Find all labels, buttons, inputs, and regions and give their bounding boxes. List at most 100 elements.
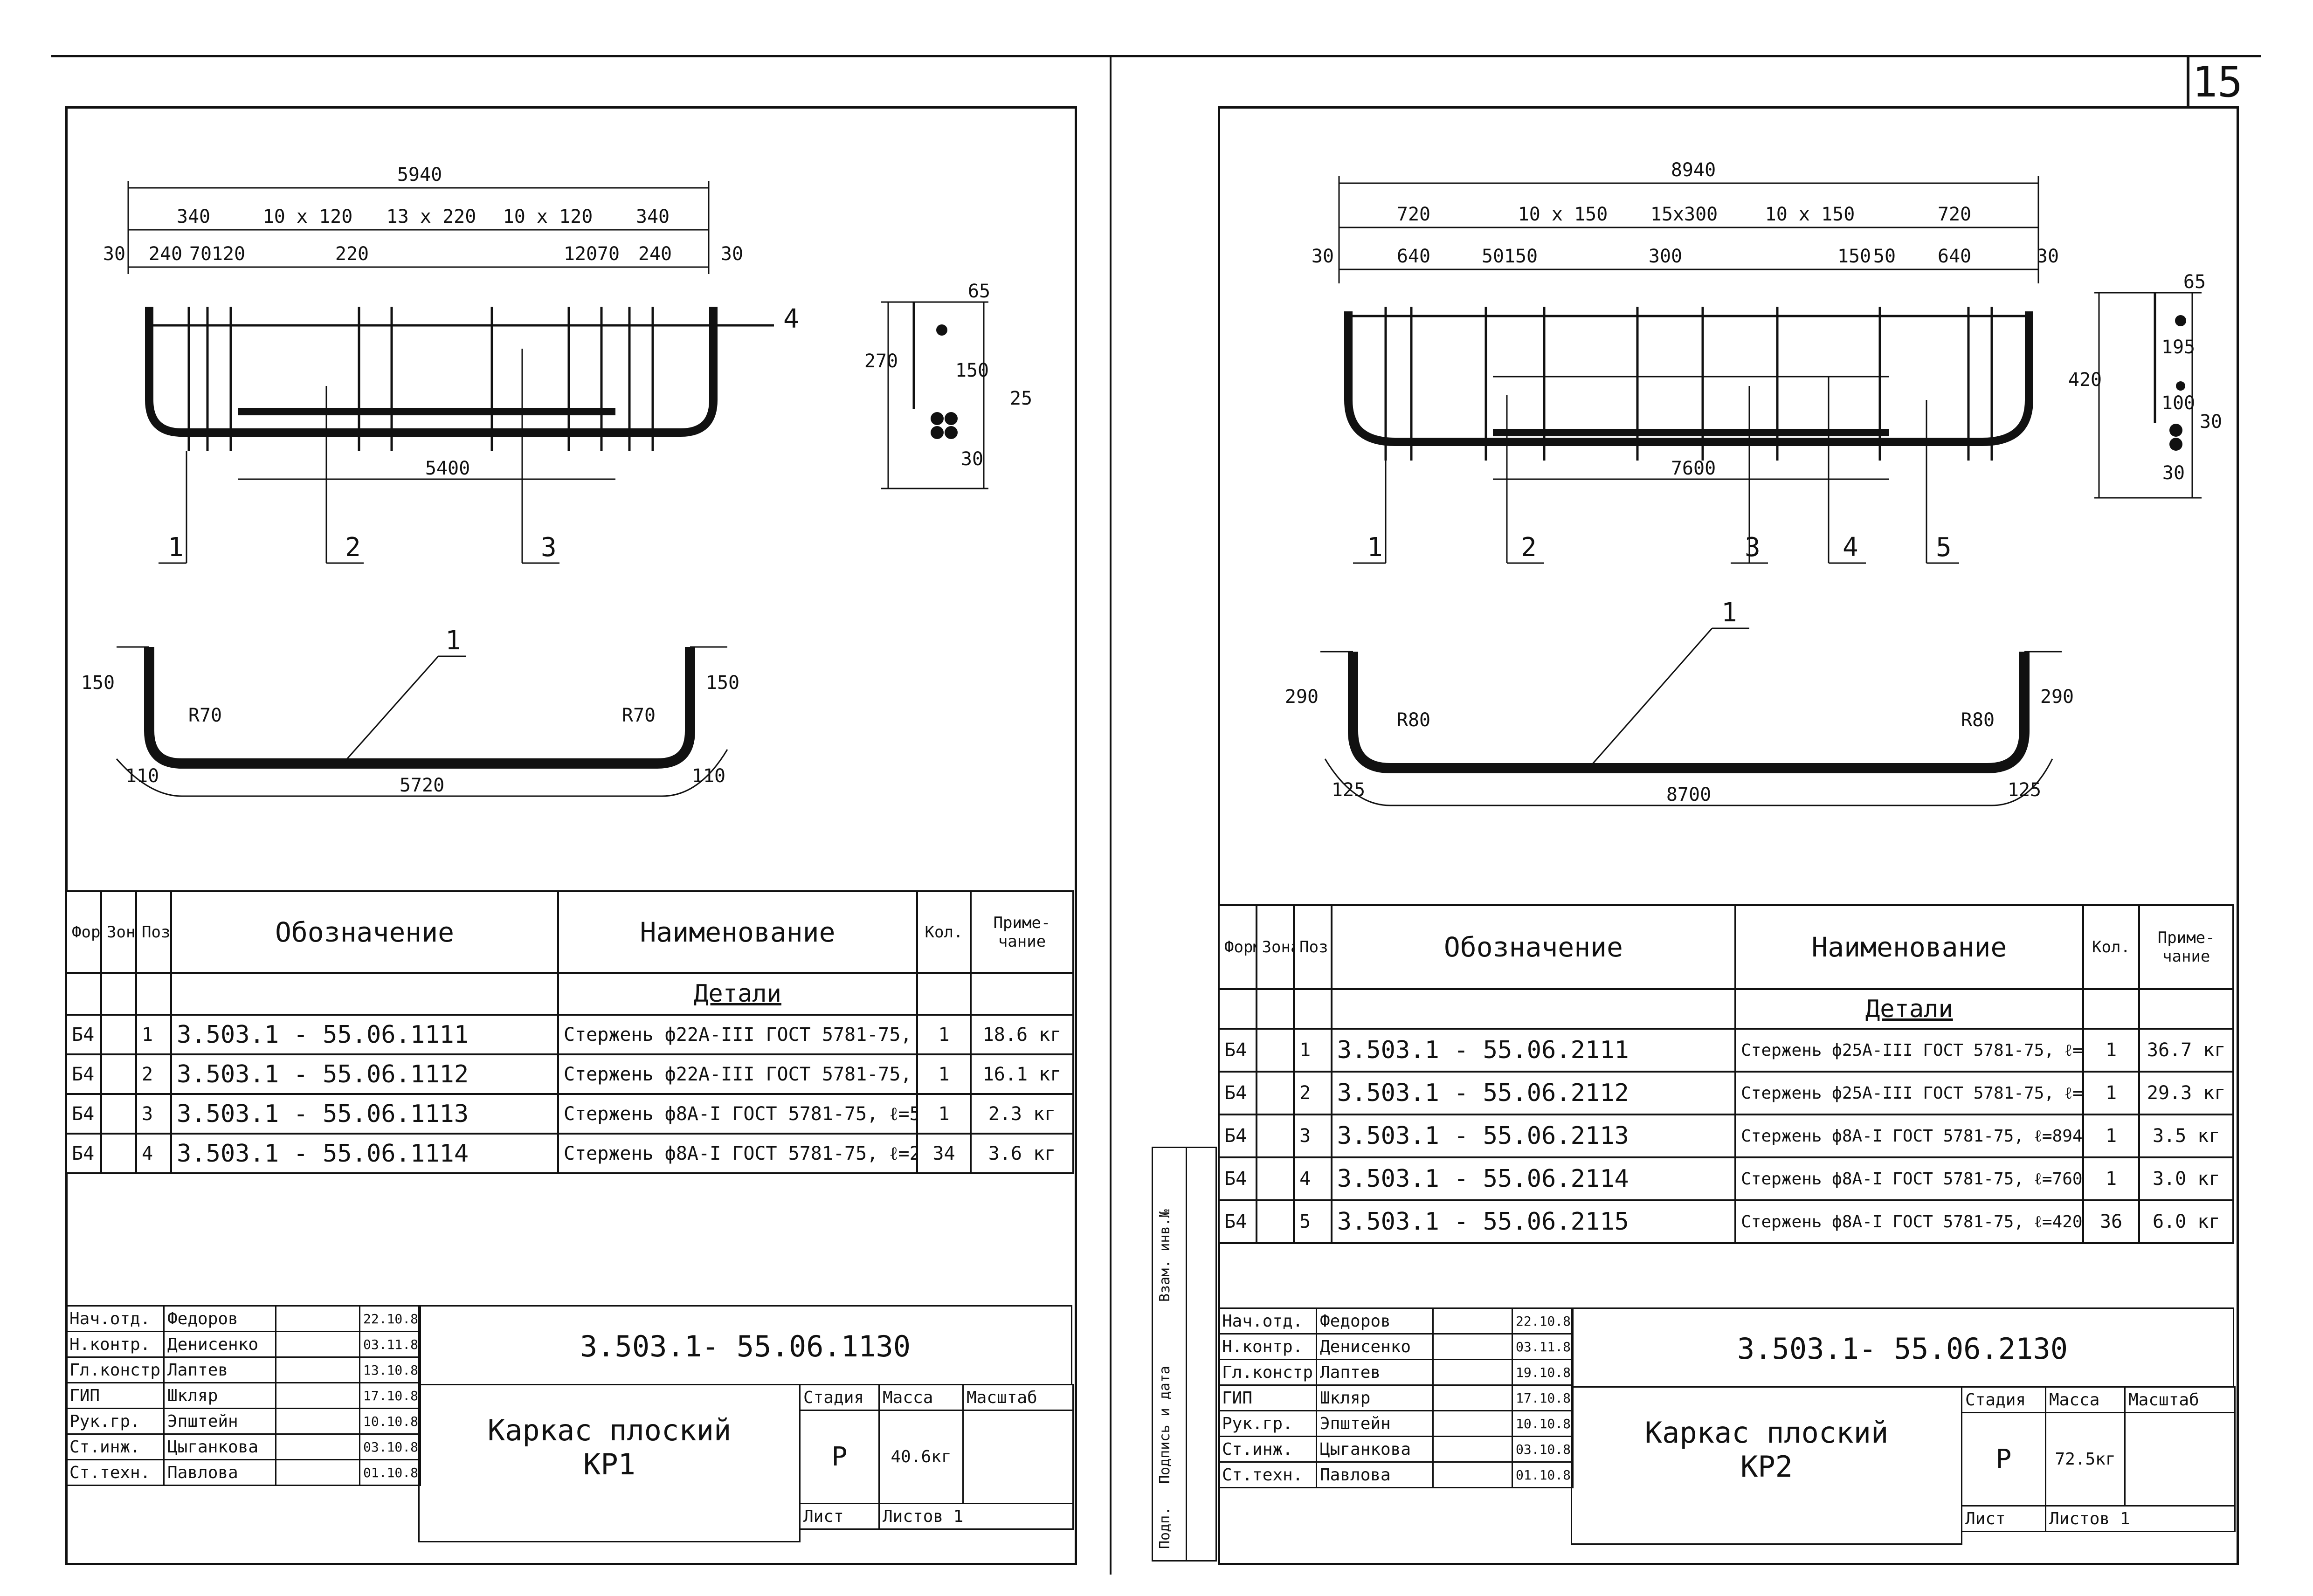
right-sheet-border: [1218, 106, 2239, 1565]
person: Эпштейн: [1316, 1410, 1434, 1437]
date: 17.10.80: [359, 1382, 421, 1409]
drawing-title: Каркас плоский: [487, 1413, 732, 1447]
cell-code: 3.503.1 - 55.06.2111: [1330, 1028, 1737, 1073]
cell-format: Б4: [65, 1053, 102, 1095]
drawing-mark: КР2: [1740, 1450, 1793, 1484]
table-row: Б4 1 3.503.1 - 55.06.1111 Стержень ф22А-…: [65, 1014, 1074, 1055]
cell-pos: 4: [1293, 1156, 1333, 1201]
cell-qty: 1: [2082, 1071, 2140, 1115]
person: Шкляр: [1316, 1384, 1434, 1411]
sheets-label: Листов 1: [878, 1503, 1074, 1530]
center-divider: [1110, 55, 1112, 1575]
dim: 30: [1312, 246, 1334, 267]
cell-code: 3.503.1 - 55.06.1112: [170, 1053, 559, 1095]
dim-bottom: 7600: [1671, 458, 1716, 479]
cell-pos: 3: [135, 1093, 172, 1135]
side-label-inv: Взам. инв.№: [1157, 1209, 1173, 1302]
cell-pos: 3: [1293, 1114, 1333, 1158]
cell-pos: 1: [1293, 1028, 1333, 1073]
dim: 30: [721, 243, 743, 265]
dim: 30: [961, 448, 983, 470]
date: 10.10.80: [359, 1408, 421, 1435]
role: Нач.отд.: [65, 1305, 165, 1332]
dim: 15x300: [1650, 204, 1718, 225]
person: Павлова: [1316, 1461, 1434, 1488]
person: Цыганкова: [1316, 1436, 1434, 1463]
dim: 290: [1285, 686, 1319, 708]
sheet-label: Лист: [799, 1503, 880, 1530]
dim: 640: [1397, 246, 1430, 267]
cell-name: Стержень ф8А-I ГОСТ 5781-75, ℓ=270: [557, 1133, 918, 1174]
dim: 65: [968, 281, 990, 302]
person: Лаптев: [1316, 1359, 1434, 1386]
table-row: Б4 2 3.503.1 - 55.06.1112 Стержень ф22А-…: [65, 1053, 1074, 1095]
cell-code: 3.503.1 - 55.06.1111: [170, 1014, 559, 1055]
right-spec-table: Формат Зона Поз. Обозначение Наименовани…: [1218, 904, 2234, 1244]
dim: 150: [1504, 246, 1538, 267]
cell-code: 3.503.1 - 55.06.1114: [170, 1133, 559, 1174]
table-row: Б4 3 3.503.1 - 55.06.2113 Стержень ф8А-I…: [1218, 1114, 2234, 1158]
dim: 150: [706, 672, 739, 694]
dim: 10 x 150: [1765, 204, 1855, 225]
person: Денисенко: [163, 1331, 276, 1358]
col-name: Наименование: [1734, 904, 2084, 990]
cell-qty: 36: [2082, 1199, 2140, 1244]
drawing-mark: КР1: [583, 1447, 635, 1481]
cell-pos: 5: [1293, 1199, 1333, 1244]
date: 03.10.80: [359, 1433, 421, 1460]
right-drawing: 8940 720 10 x 150 15x300 10 x 150 720 30…: [1285, 159, 2222, 806]
dim: 340: [636, 206, 670, 227]
strip-divider: [1186, 1148, 1187, 1560]
cell-pos: 2: [135, 1053, 172, 1095]
col-designation: Обозначение: [170, 890, 559, 974]
cell-qty: 1: [2082, 1028, 2140, 1073]
callout-2: 2: [1521, 532, 1537, 563]
date: 01.10.80: [1512, 1461, 1574, 1488]
side-label-strip: Подп. Подпись и дата Взам. инв.№: [1152, 1147, 1217, 1562]
dim: 195: [2161, 337, 2195, 358]
cell-qty: 1: [916, 1093, 972, 1135]
person: Федоров: [163, 1305, 276, 1332]
callout-1: 1: [1367, 532, 1383, 563]
dim-overall: 5940: [397, 164, 442, 186]
col-designation: Обозначение: [1330, 904, 1737, 990]
drawing-title: Каркас плоский: [1644, 1416, 1889, 1450]
person: Эпштейн: [163, 1408, 276, 1435]
col-format: Формат: [65, 890, 102, 974]
cell-qty: 1: [916, 1053, 972, 1095]
dim: 100: [2161, 392, 2195, 414]
dim: 220: [335, 243, 369, 265]
cell-qty: 1: [2082, 1114, 2140, 1158]
dim: 240: [638, 243, 672, 265]
dim: 125: [2008, 779, 2041, 801]
role: Ст.инж.: [65, 1433, 165, 1460]
role: Гл.констр.: [65, 1356, 165, 1383]
cell-note: 6.0 кг: [2138, 1199, 2234, 1244]
doc-code: 3.503.1- 55.06.2130: [1737, 1332, 2068, 1366]
right-title-box: Каркас плоский КР2: [1571, 1386, 1962, 1545]
table-row: Б4 4 3.503.1 - 55.06.2114 Стержень ф8А-I…: [1218, 1156, 2234, 1201]
cell-note: 3.6 кг: [970, 1133, 1074, 1174]
role: Н.контр.: [1218, 1333, 1317, 1360]
table-row: Б4 1 3.503.1 - 55.06.2111 Стержень ф25А-…: [1218, 1028, 2234, 1073]
cell-code: 3.503.1 - 55.06.1113: [170, 1093, 559, 1135]
cell-pos: 2: [1293, 1071, 1333, 1115]
dim: 10 x 120: [503, 206, 593, 227]
person: Денисенко: [1316, 1333, 1434, 1360]
col-qty: Кол.: [916, 890, 972, 974]
cell-qty: 34: [916, 1133, 972, 1174]
mass-label: Масса: [878, 1384, 964, 1411]
cell-qty: 1: [2082, 1156, 2140, 1201]
dim: 50: [1482, 246, 1504, 267]
side-label-date: Подпись и дата: [1157, 1366, 1173, 1484]
role: Нач.отд.: [1218, 1307, 1317, 1335]
stage-label: Стадия: [799, 1384, 880, 1411]
date: 03.11.80: [1512, 1333, 1574, 1360]
callout-4: 4: [783, 304, 799, 334]
top-rule: [51, 55, 2261, 57]
cell-format: Б4: [1218, 1114, 1257, 1158]
section-title: Детали: [1734, 988, 2084, 1030]
